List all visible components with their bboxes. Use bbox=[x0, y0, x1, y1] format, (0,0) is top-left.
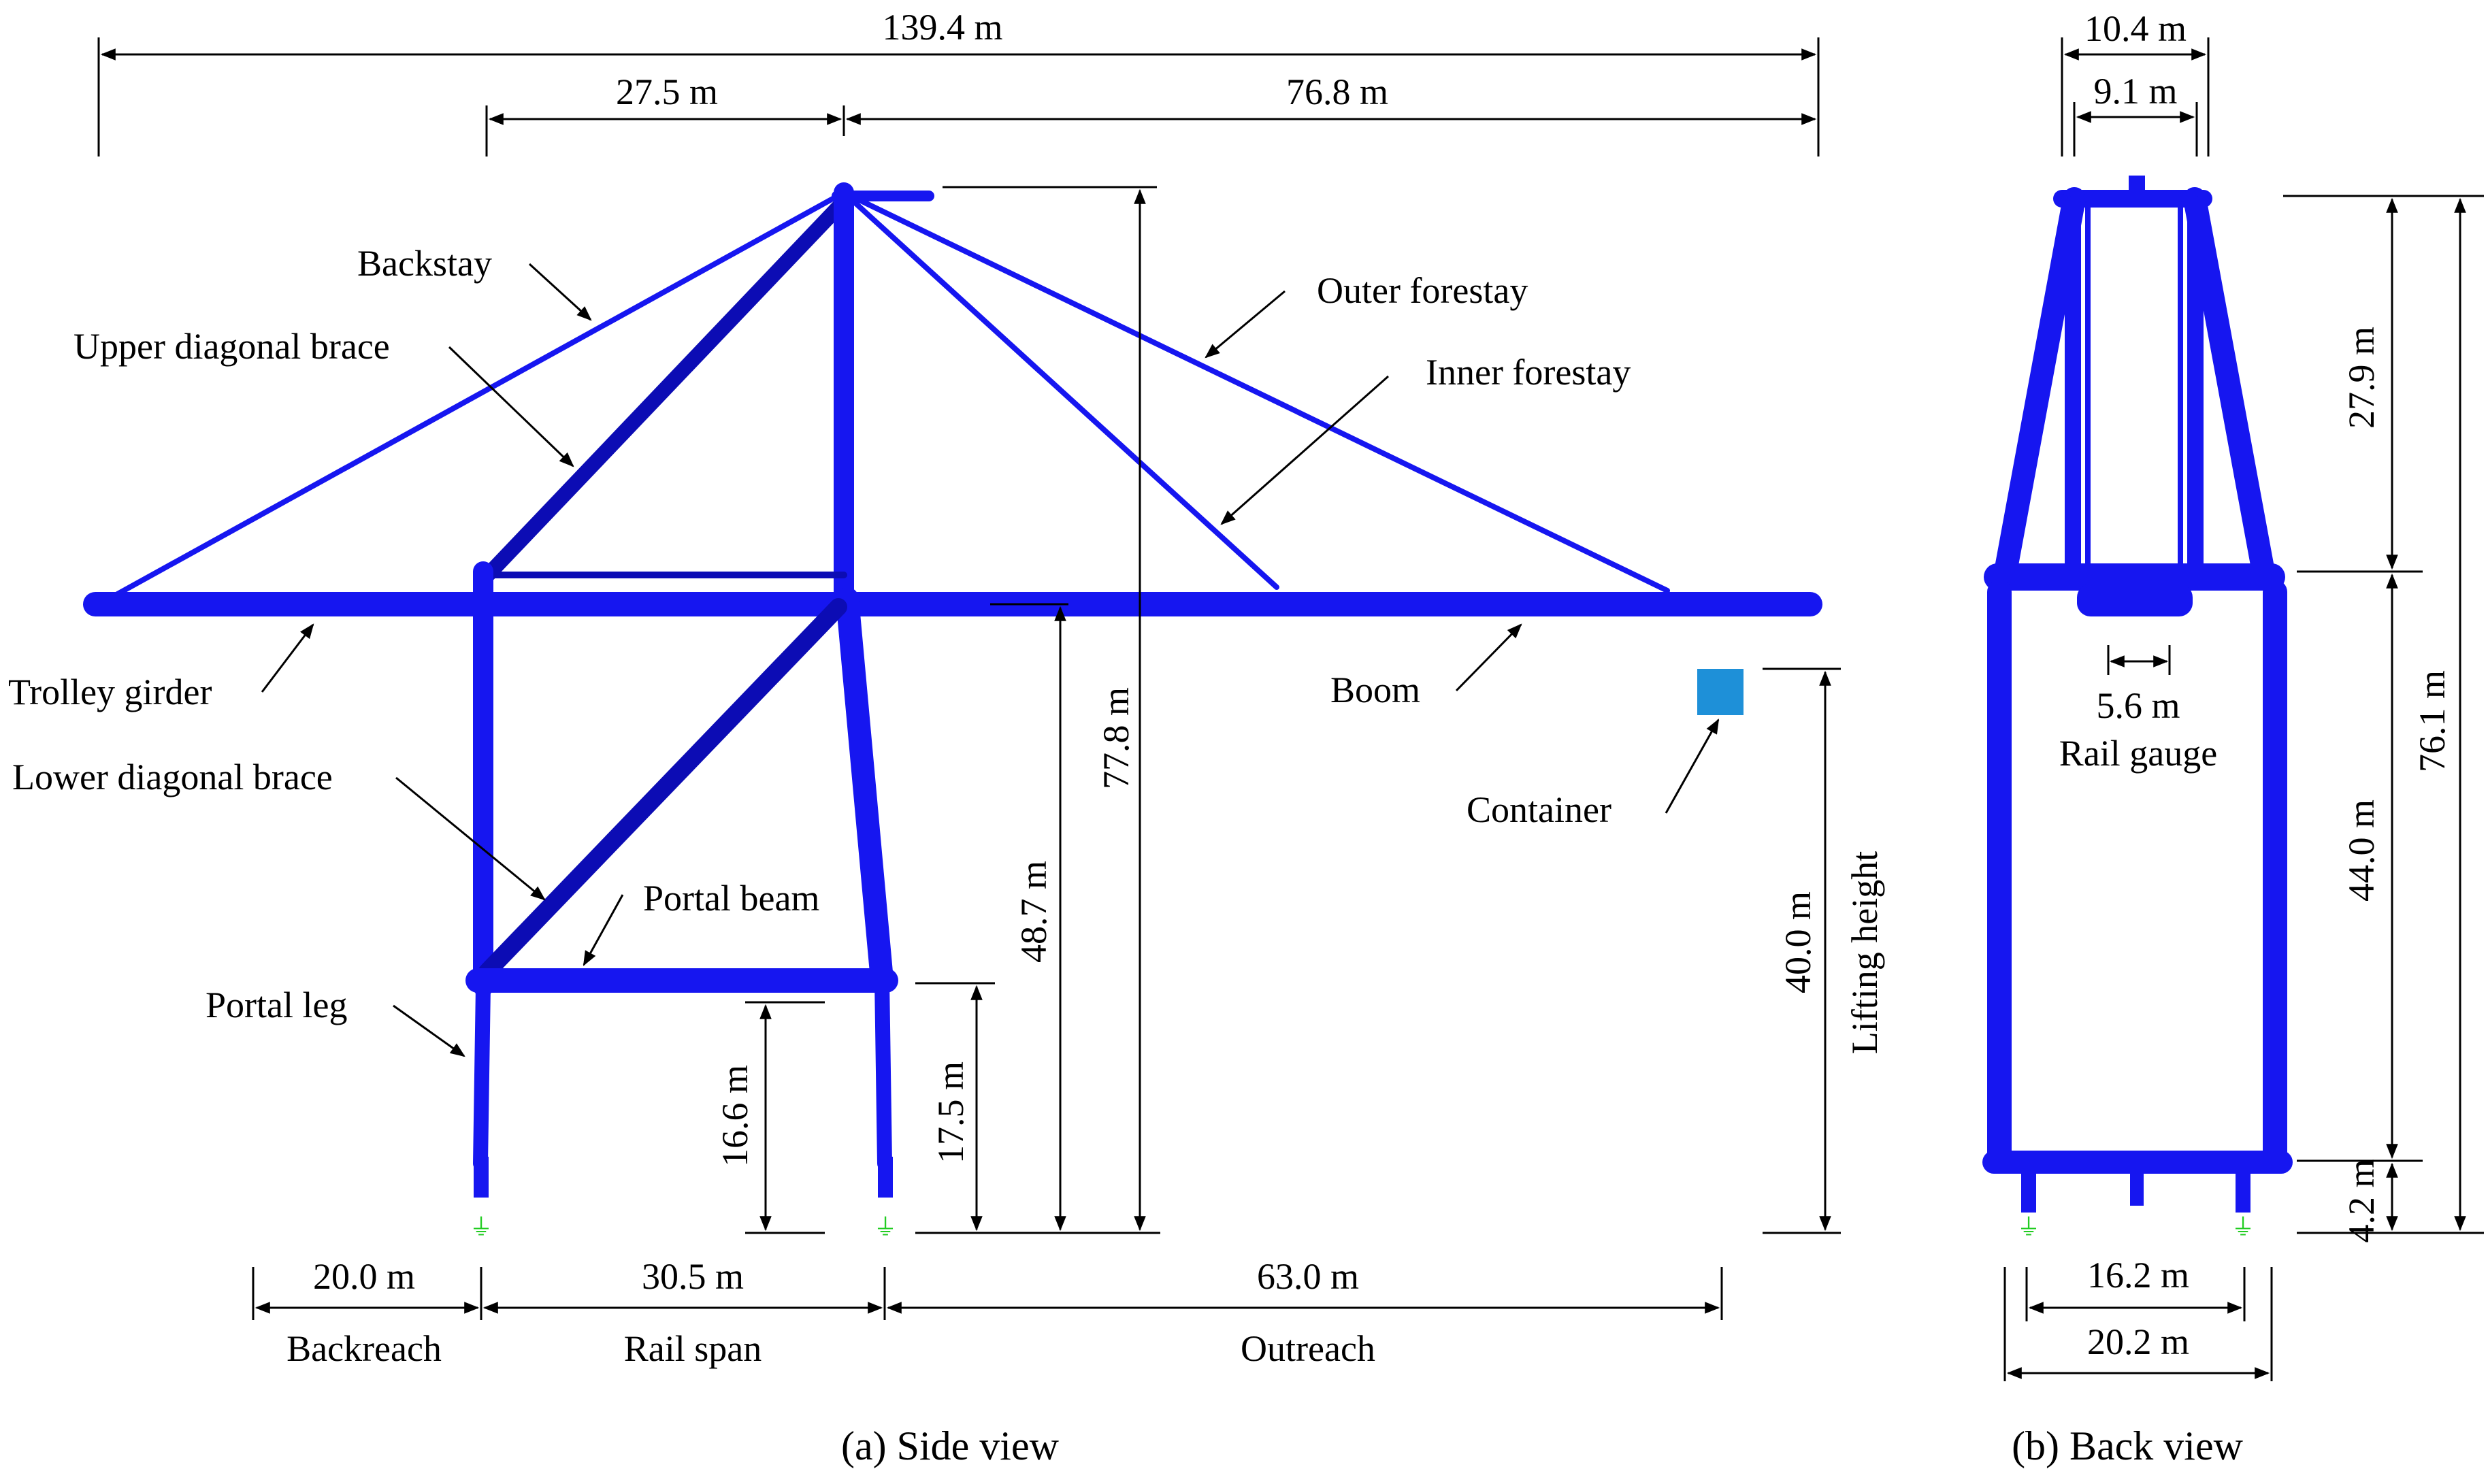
back-left-support-icon: ⏚ bbox=[2017, 1215, 2040, 1240]
dim-apex-to-boom-tip: 76.8 m bbox=[1286, 71, 1388, 112]
side-view-caption: (a) Side view bbox=[841, 1423, 1060, 1468]
dim-portal-clearance: 16.6 m bbox=[715, 1065, 755, 1167]
label-backreach: Backreach bbox=[287, 1328, 442, 1369]
portal-leg-sea-lower bbox=[874, 972, 892, 1171]
lower-diagonal-brace bbox=[478, 598, 847, 980]
back-upper-leg-left bbox=[1995, 187, 2086, 580]
dim-backreach: 20.0 m bbox=[313, 1256, 415, 1297]
label-container: Container bbox=[1467, 789, 1611, 830]
inner-forestay bbox=[841, 190, 1279, 590]
label-lower-diagonal-brace: Lower diagonal brace bbox=[12, 757, 333, 797]
dim-upper-height: 27.9 m bbox=[2341, 327, 2382, 429]
dim-top-outer-width: 10.4 m bbox=[2084, 8, 2187, 49]
land-foot bbox=[474, 1157, 489, 1198]
container-box bbox=[1697, 669, 1744, 715]
outer-forestay bbox=[841, 190, 1670, 593]
label-trolley-girder: Trolley girder bbox=[8, 672, 212, 712]
back-upper-leg-right bbox=[2183, 187, 2274, 580]
label-rail-gauge: Rail gauge bbox=[2059, 733, 2217, 774]
dim-outreach: 63.0 m bbox=[1257, 1256, 1359, 1297]
upper-diagonal-brace bbox=[478, 195, 850, 584]
side-view-dimensions: 139.4 m 27.5 m 76.8 m 77.8 m 48.7 m 17.5… bbox=[97, 7, 1885, 1369]
label-portal-beam: Portal beam bbox=[643, 878, 819, 919]
land-support-icon: ⏚ bbox=[470, 1215, 493, 1240]
label-portal-leg: Portal leg bbox=[206, 985, 347, 1025]
dim-boom-height: 48.7 m bbox=[1013, 861, 1054, 963]
dim-base-inner-width: 16.2 m bbox=[2087, 1255, 2189, 1296]
portal-leg-sea-side bbox=[836, 587, 894, 991]
dim-rail-span: 30.5 m bbox=[642, 1256, 744, 1297]
dim-rail-gauge: 5.6 m bbox=[2096, 685, 2180, 726]
side-view-structure: ⏚ ⏚ bbox=[83, 182, 1822, 1240]
portal-leg-land-lower bbox=[473, 979, 491, 1171]
back-right-support-icon: ⏚ bbox=[2231, 1215, 2255, 1240]
label-outreach: Outreach bbox=[1241, 1328, 1375, 1369]
label-outer-forestay: Outer forestay bbox=[1317, 270, 1528, 311]
back-view-dimensions: 10.4 m 9.1 m 27.9 m 44.0 m 4.2 m 76.1 m … bbox=[2003, 8, 2484, 1468]
dim-total-length: 139.4 m bbox=[882, 7, 1002, 48]
label-lifting-height: Lifting height bbox=[1844, 851, 1885, 1054]
label-boom: Boom bbox=[1330, 670, 1420, 710]
dim-lifting-height: 40.0 m bbox=[1778, 891, 1818, 993]
backstay bbox=[106, 190, 847, 601]
back-view-caption: (b) Back view bbox=[2012, 1423, 2244, 1468]
dim-apex-to-backstay: 27.5 m bbox=[616, 71, 718, 112]
dim-top-inner-width: 9.1 m bbox=[2093, 71, 2177, 112]
sea-support-icon: ⏚ bbox=[874, 1215, 897, 1240]
dim-total-height: 77.8 m bbox=[1096, 687, 1136, 789]
dim-middle-height: 44.0 m bbox=[2341, 799, 2382, 902]
label-rail-span: Rail span bbox=[624, 1328, 762, 1369]
dim-bottom-height: 4.2 m bbox=[2341, 1159, 2382, 1242]
side-view-labels: Backstay Upper diagonal brace Outer fore… bbox=[8, 243, 1720, 1468]
label-backstay: Backstay bbox=[357, 243, 492, 284]
back-view-structure: ⏚ ⏚ bbox=[1982, 176, 2293, 1240]
dim-back-total-height: 76.1 m bbox=[2412, 670, 2453, 772]
label-upper-diagonal-brace: Upper diagonal brace bbox=[73, 326, 390, 367]
label-inner-forestay: Inner forestay bbox=[1426, 352, 1631, 393]
back-trolley bbox=[2077, 584, 2193, 616]
dim-base-outer-width: 20.2 m bbox=[2087, 1321, 2189, 1362]
sea-foot bbox=[878, 1157, 893, 1198]
dim-portal-beam-height: 17.5 m bbox=[930, 1061, 971, 1164]
